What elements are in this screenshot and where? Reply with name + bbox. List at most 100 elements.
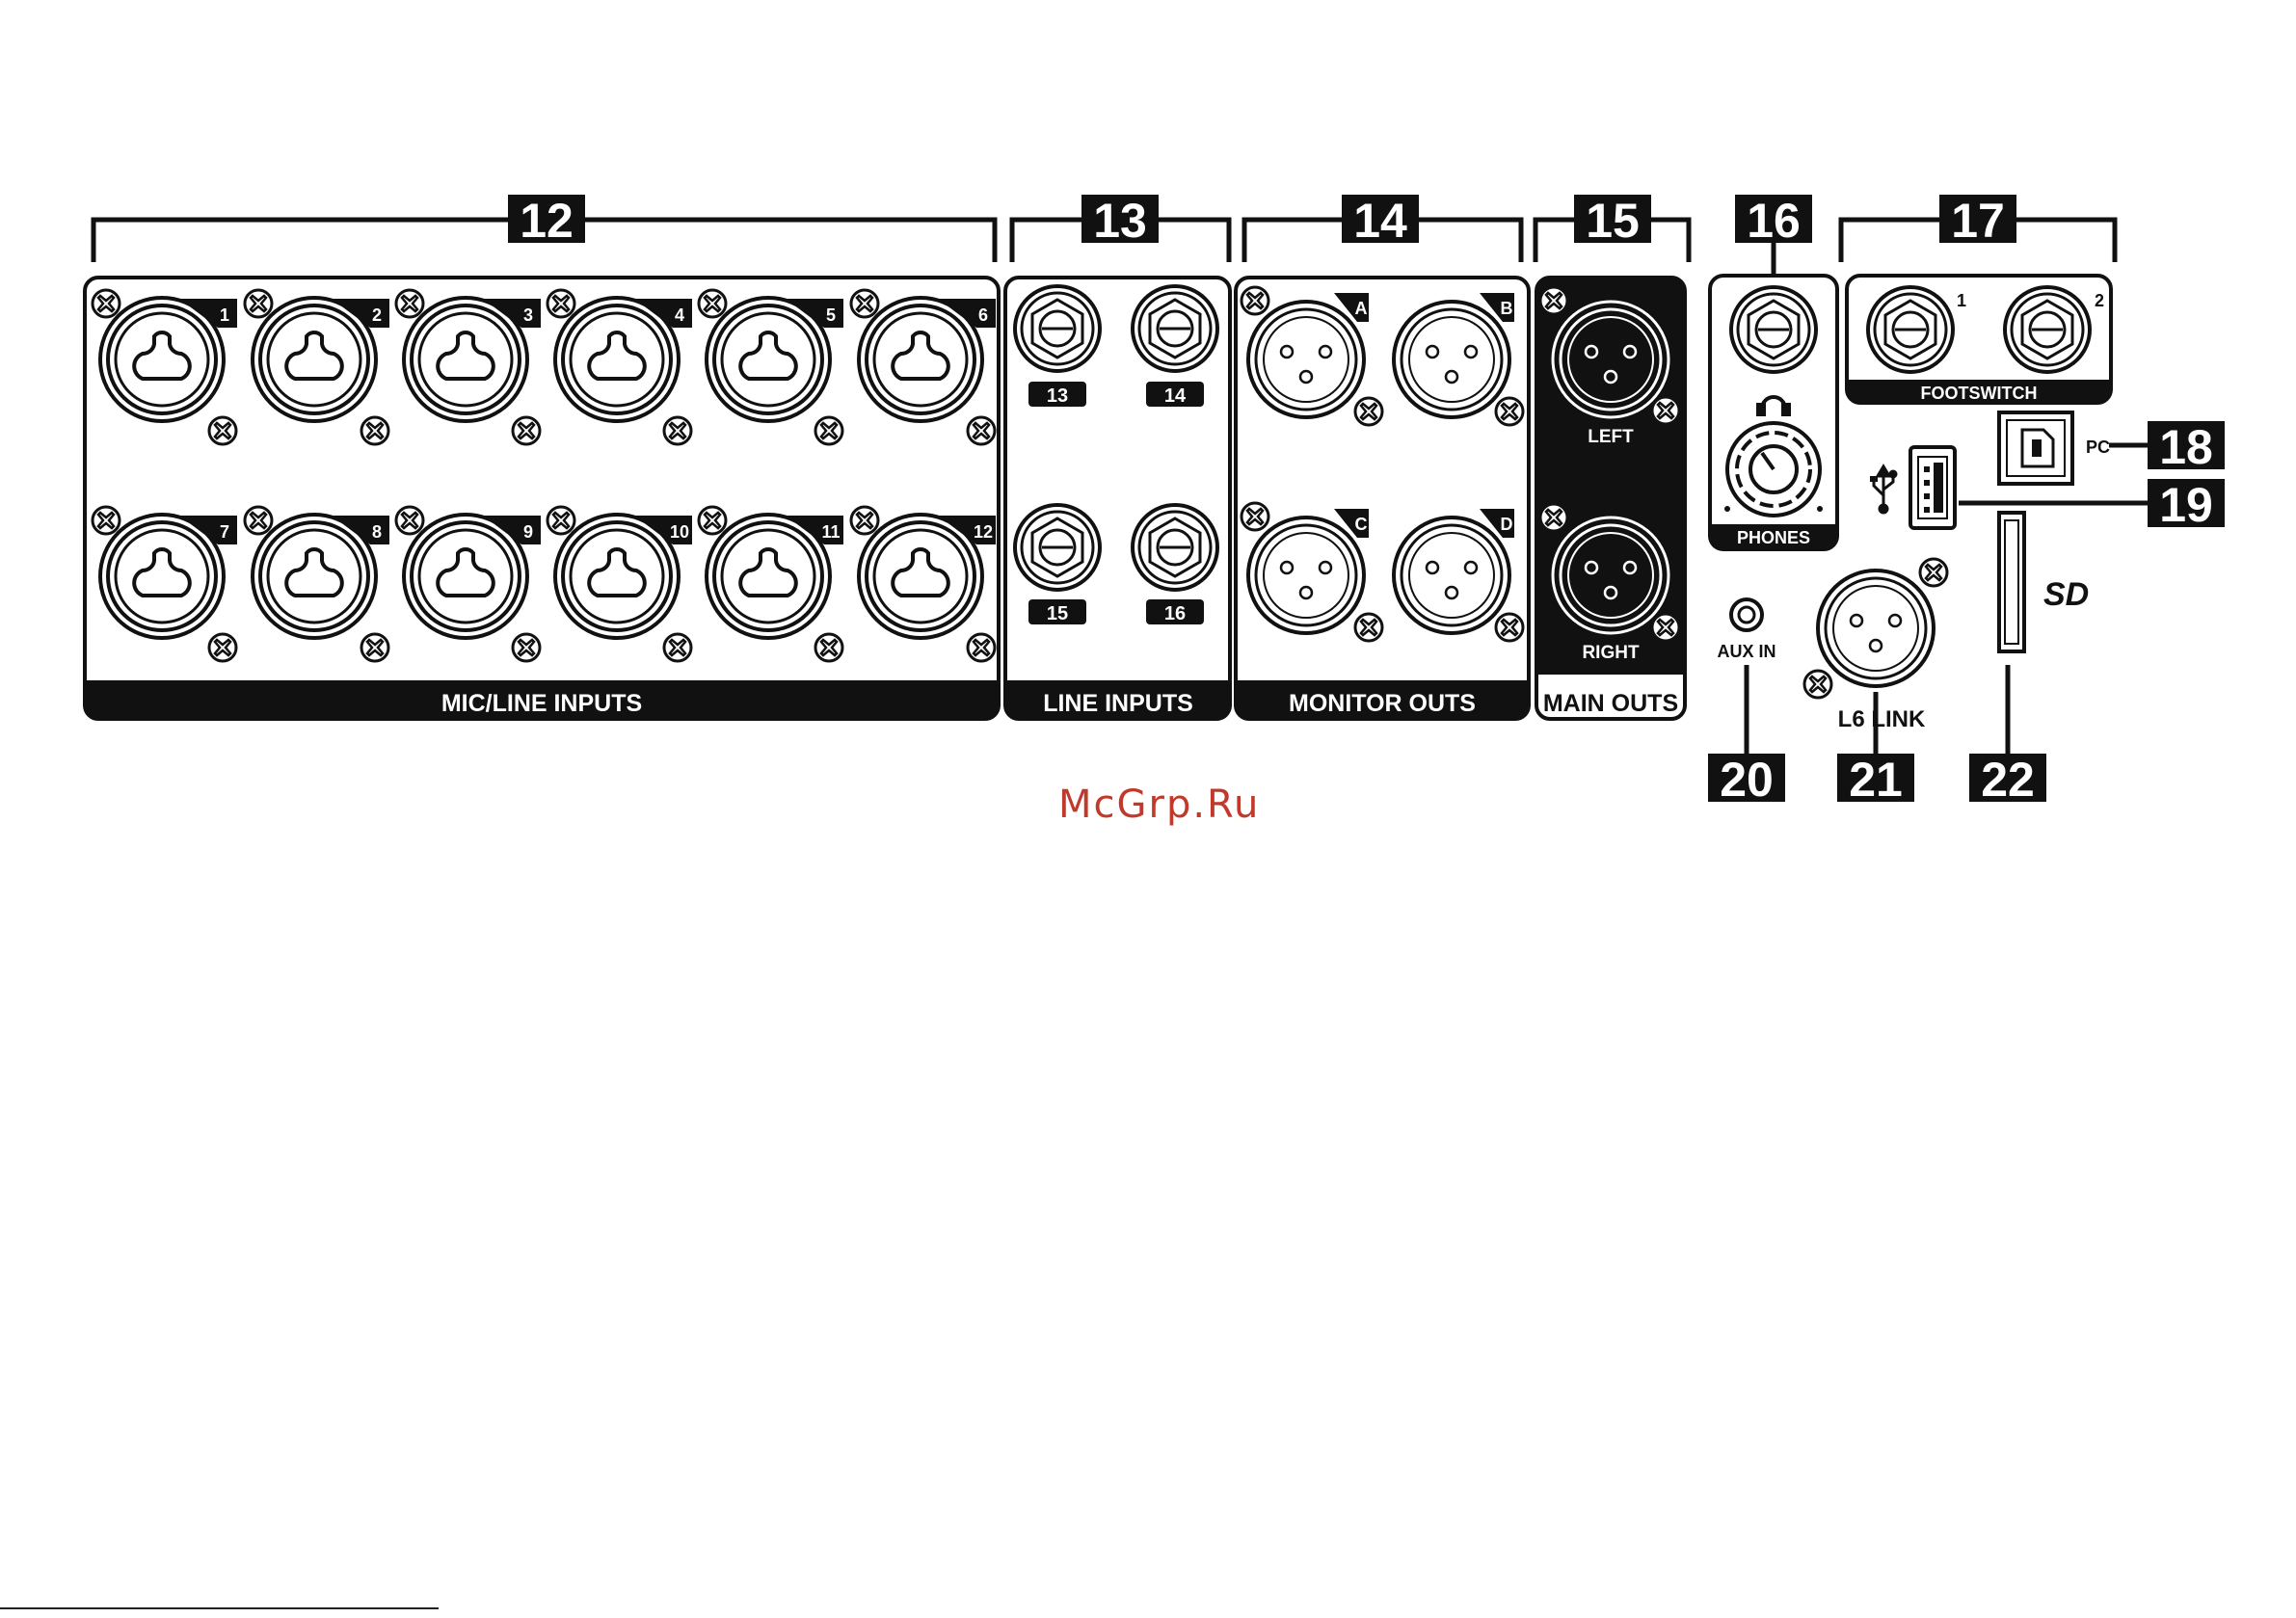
- svg-text:22: 22: [1981, 753, 2035, 807]
- callout-15: 15: [1574, 194, 1651, 248]
- svg-text:15: 15: [1047, 603, 1068, 624]
- main-outs-label: MAIN OUTS: [1543, 690, 1678, 717]
- callout-14: 14: [1342, 194, 1419, 248]
- phones-jack[interactable]: [1731, 287, 1816, 372]
- callout-22: 22: [1969, 753, 2046, 807]
- screw-icon: [1241, 287, 1268, 314]
- screw-icon: [1540, 504, 1567, 531]
- channel-number-5: 5: [826, 305, 836, 325]
- screw-icon: [513, 634, 540, 661]
- channel-number-12: 12: [974, 522, 993, 542]
- screw-icon: [851, 290, 878, 317]
- svg-text:20: 20: [1720, 753, 1774, 807]
- svg-text:21: 21: [1849, 753, 1903, 807]
- screw-icon: [699, 507, 726, 534]
- usb-icon: [1870, 466, 1896, 513]
- footswitch-jack-2[interactable]: [2005, 287, 2090, 372]
- channel-number-9: 9: [523, 522, 533, 542]
- line-input-number-13: 13: [1028, 382, 1086, 407]
- svg-text:14: 14: [1164, 385, 1187, 407]
- svg-text:13: 13: [1047, 385, 1068, 407]
- screw-icon: [1804, 671, 1831, 698]
- channel-number-7: 7: [220, 522, 229, 542]
- screw-icon: [513, 417, 540, 444]
- footswitch-number-2: 2: [2095, 291, 2104, 310]
- footswitch-number-1: 1: [1957, 291, 1966, 310]
- monitor-out-xlr-a[interactable]: [1248, 302, 1364, 417]
- watermark: McGrp.Ru: [1058, 782, 1260, 827]
- monitor-outs-label: MONITOR OUTS: [1289, 690, 1476, 717]
- phones-label: PHONES: [1737, 528, 1810, 547]
- callout-12: 12: [508, 194, 585, 248]
- monitor-out-xlr-b[interactable]: [1394, 302, 1509, 417]
- sd-card-slot[interactable]: [1999, 513, 2024, 651]
- channel-number-1: 1: [220, 305, 229, 325]
- screw-icon: [1496, 398, 1523, 425]
- footswitch-jack-1[interactable]: [1868, 287, 1953, 372]
- svg-text:17: 17: [1951, 194, 2005, 248]
- screw-icon: [664, 634, 691, 661]
- monitor-out-xlr-c[interactable]: [1248, 517, 1364, 633]
- channel-number-4: 4: [675, 305, 684, 325]
- main-out-xlr-right[interactable]: [1553, 517, 1669, 633]
- line-input-number-16: 16: [1146, 599, 1204, 624]
- screw-icon: [93, 290, 120, 317]
- svg-text:B: B: [1501, 299, 1513, 318]
- screw-icon: [361, 417, 388, 444]
- line-inputs-panel: LINE INPUTS 13 14 15 16: [1005, 278, 1230, 719]
- callout-16: 16: [1735, 194, 1812, 248]
- aux-in-jack[interactable]: [1731, 599, 1762, 630]
- main-out-xlr-left[interactable]: [1553, 302, 1669, 417]
- screw-icon: [968, 417, 995, 444]
- callout-19: 19: [2148, 478, 2225, 532]
- screw-icon: [968, 634, 995, 661]
- phones-panel: PHONES: [1710, 276, 1837, 549]
- footswitch-label: FOOTSWITCH: [1921, 384, 2038, 403]
- screw-icon: [1652, 397, 1679, 424]
- callout-13: 13: [1081, 194, 1159, 248]
- screw-icon: [547, 290, 574, 317]
- line-input-jack-14[interactable]: [1133, 286, 1217, 371]
- usb-a-port[interactable]: [1910, 447, 1955, 528]
- channel-number-6: 6: [978, 305, 988, 325]
- pc-usb-b-port[interactable]: [1999, 412, 2072, 484]
- line-input-jack-13[interactable]: [1015, 286, 1100, 371]
- footer-rule: [0, 1607, 439, 1609]
- pc-label: PC: [2086, 438, 2110, 457]
- svg-text:A: A: [1355, 299, 1368, 318]
- callout-20: 20: [1708, 753, 1785, 807]
- channel-number-3: 3: [523, 305, 533, 325]
- svg-text:19: 19: [2159, 478, 2213, 532]
- screw-icon: [851, 507, 878, 534]
- monitor-outs-panel: MONITOR OUTS A B C D: [1236, 278, 1529, 719]
- svg-text:16: 16: [1164, 603, 1186, 624]
- screw-icon: [209, 634, 236, 661]
- channel-number-11: 11: [821, 522, 840, 542]
- svg-text:15: 15: [1586, 194, 1640, 248]
- phones-volume-knob[interactable]: [1724, 423, 1823, 516]
- svg-text:18: 18: [2159, 420, 2213, 474]
- screw-icon: [396, 290, 423, 317]
- svg-text:C: C: [1355, 515, 1368, 534]
- screw-icon: [664, 417, 691, 444]
- screw-icon: [209, 417, 236, 444]
- channel-number-2: 2: [372, 305, 382, 325]
- line-input-number-14: 14: [1146, 382, 1204, 407]
- svg-text:16: 16: [1747, 194, 1801, 248]
- screw-icon: [1540, 287, 1567, 314]
- main-out-left-label: LEFT: [1588, 427, 1634, 447]
- screw-icon: [396, 507, 423, 534]
- callout-17: 17: [1939, 194, 2016, 248]
- screw-icon: [815, 417, 842, 444]
- monitor-out-xlr-d[interactable]: [1394, 517, 1509, 633]
- line-inputs-label: LINE INPUTS: [1043, 690, 1193, 717]
- screw-icon: [1652, 614, 1679, 641]
- main-outs-panel: MAIN OUTS LEFT RIGHT: [1536, 278, 1685, 719]
- svg-text:13: 13: [1093, 194, 1147, 248]
- callout-21: 21: [1837, 753, 1914, 807]
- sd-logo: SD: [2043, 576, 2089, 613]
- line-input-jack-15[interactable]: [1015, 505, 1100, 590]
- line-input-jack-16[interactable]: [1133, 505, 1217, 590]
- l6-link-xlr[interactable]: [1818, 570, 1934, 686]
